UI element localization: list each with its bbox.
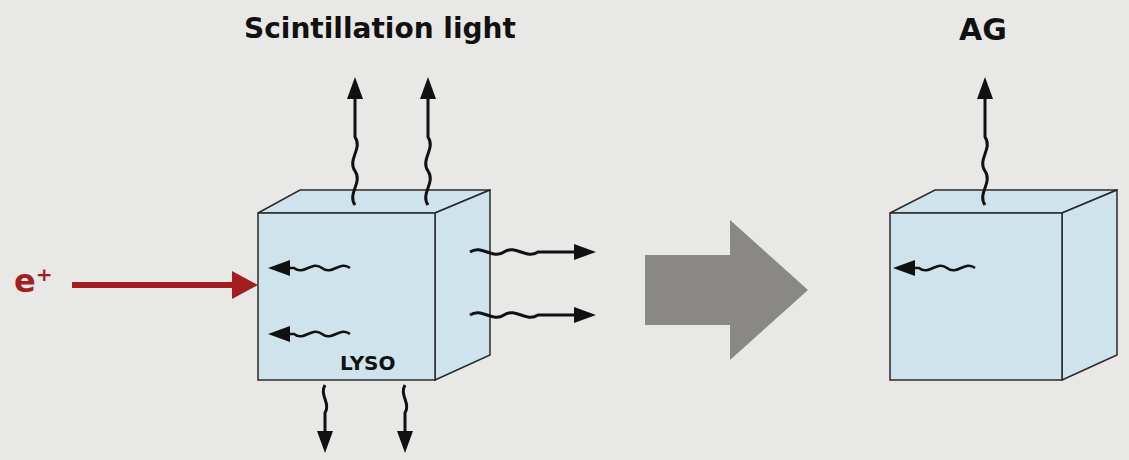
crystal-box: LYSO bbox=[258, 213, 435, 380]
crystal bbox=[890, 190, 1117, 380]
particle-label: e⁺ bbox=[14, 262, 53, 300]
output-label: AG bbox=[959, 12, 1007, 47]
positron-arrow bbox=[72, 271, 258, 299]
transition-arrow bbox=[645, 220, 808, 360]
crystal-label: LYSO bbox=[340, 351, 396, 375]
light-label: Scintillation light bbox=[244, 12, 516, 45]
lyso-crystal bbox=[258, 190, 490, 380]
light-arrows bbox=[288, 97, 987, 433]
